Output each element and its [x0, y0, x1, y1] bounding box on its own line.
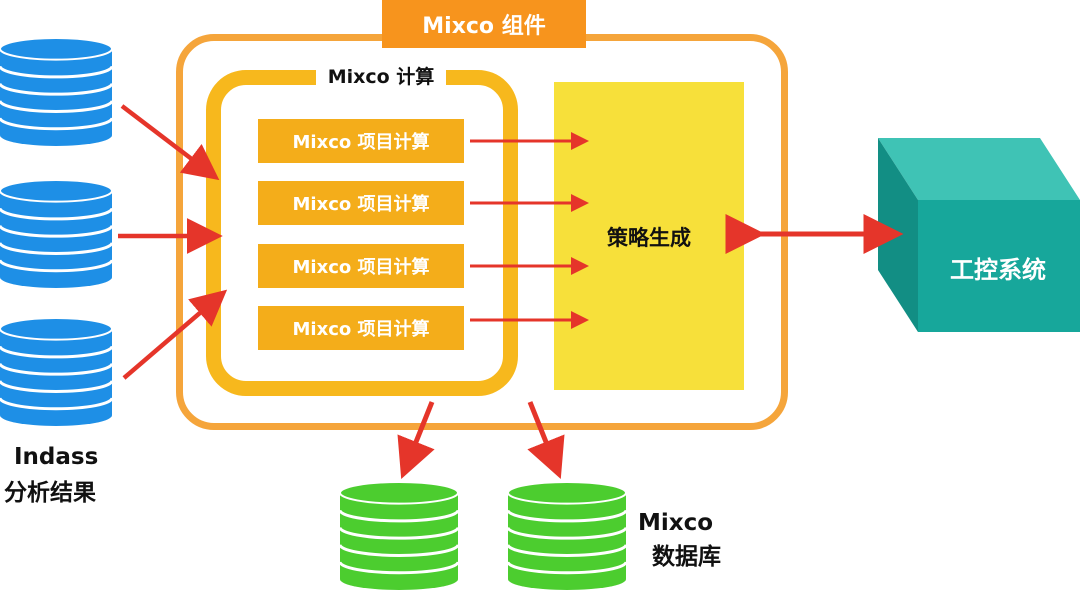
strategy-generation-label: 策略生成 [607, 226, 691, 250]
input-arrow-3 [122, 289, 228, 380]
database-label-line1: Mixco [638, 510, 714, 536]
output-arrow-2 [527, 401, 565, 479]
indass-label-line2: 分析结果 [4, 480, 96, 506]
output-database-icon-2 [506, 481, 628, 590]
input-arrow-1 [120, 104, 220, 181]
project-calc-box-3: Mixco 项目计算 [258, 244, 464, 288]
mixco-component-title: Mixco 组件 [382, 0, 586, 48]
output-arrow-1 [397, 401, 435, 479]
input-database-icon-2 [0, 179, 114, 288]
control-system-cube-icon [878, 138, 1080, 332]
database-label-line2: 数据库 [652, 544, 721, 570]
mixco-compute-title: Mixco 计算 [316, 64, 446, 90]
project-calc-box-4: Mixco 项目计算 [258, 306, 464, 350]
project-calc-box-1: Mixco 项目计算 [258, 119, 464, 163]
input-database-icon-3 [0, 317, 114, 426]
control-system-label: 工控系统 [950, 256, 1046, 284]
input-database-icon-1 [0, 37, 114, 146]
project-calc-box-2: Mixco 项目计算 [258, 181, 464, 225]
output-database-icon-1 [338, 481, 460, 590]
indass-label-line1: Indass [14, 444, 99, 470]
